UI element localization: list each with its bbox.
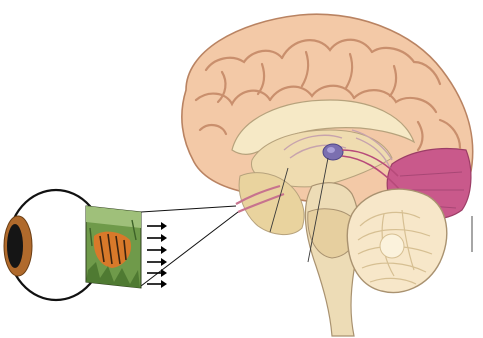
arrow-right-icon bbox=[147, 280, 167, 288]
brain-sagittal-illustration bbox=[182, 14, 473, 336]
arrow-right-icon bbox=[147, 258, 167, 266]
projection-lines bbox=[141, 206, 238, 286]
arrow-right-icon bbox=[147, 246, 167, 254]
incoming-light-arrows bbox=[147, 222, 167, 288]
cerebellum bbox=[347, 189, 447, 292]
arrow-right-icon bbox=[147, 222, 167, 230]
pupil bbox=[7, 224, 23, 268]
tiger-scene-image bbox=[86, 206, 141, 288]
arrow-right-icon bbox=[147, 269, 167, 277]
arrow-right-icon bbox=[147, 234, 167, 242]
